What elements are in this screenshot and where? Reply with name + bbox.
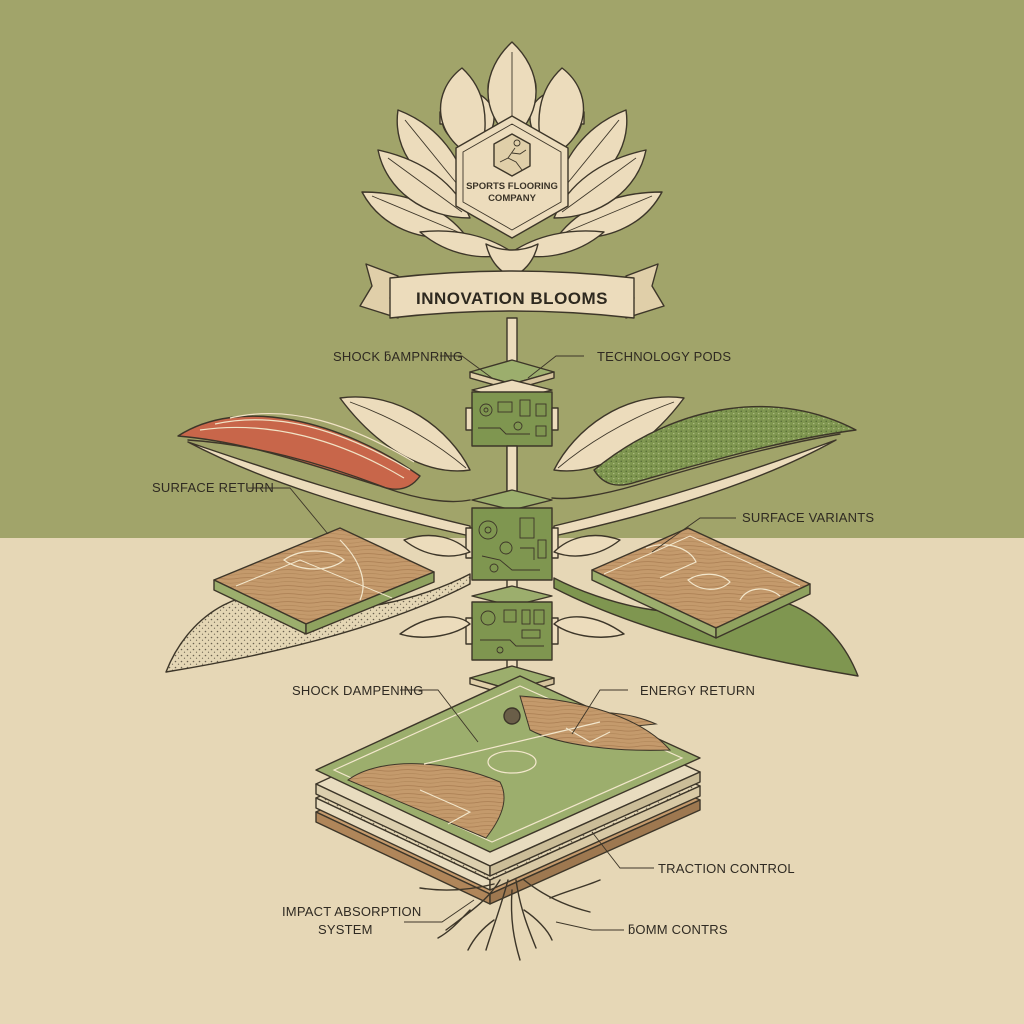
roots [419,879,601,961]
track-surface-leaf [177,412,471,503]
banner-ribbon: INNOVATION BLOOMS [359,263,665,319]
left-surface-panel [213,527,435,635]
logo-line-1: SPORTS FLOORING [466,181,558,192]
label-traction-control: TRACTION CONTROL [658,861,795,876]
label-shock-dampening: SHOCK DAMPENING [292,683,424,698]
technology-pod-2 [471,507,553,581]
label-shock-top: SHOCK ƃAMPNRING [333,349,463,364]
label-impact-line-2: SYSTEM [318,922,373,937]
flower-head: SPORTS FLOORING COMPANY [361,41,663,277]
label-surface-return: SURFACE RETURN [152,480,274,495]
leaves-upper [339,396,685,472]
logo-line-2: COMPANY [488,193,537,204]
logo-badge [455,115,569,239]
label-technology-pods: TECHNOLOGY PODS [597,349,731,364]
label-gomm-contrs: ƃOMM CONTRS [628,922,728,937]
label-surface-variants: SURFACE VARIANTS [742,510,874,525]
technology-pods [465,359,559,697]
label-impact-line-1: IMPACT ABSORPTION [282,904,421,919]
label-energy-return: ENERGY RETURN [640,683,755,698]
technology-pod-1 [471,391,553,447]
right-surface-panel [591,527,811,639]
leader-lines [248,355,736,931]
running-figure-icon [493,133,531,177]
banner-text: INNOVATION BLOOMS [416,289,608,308]
layered-court-base [315,675,701,905]
turf-surface-leaf [551,405,857,500]
callout-labels: SHOCK ƃAMPNRING TECHNOLOGY PODS SURFACE … [152,349,874,937]
